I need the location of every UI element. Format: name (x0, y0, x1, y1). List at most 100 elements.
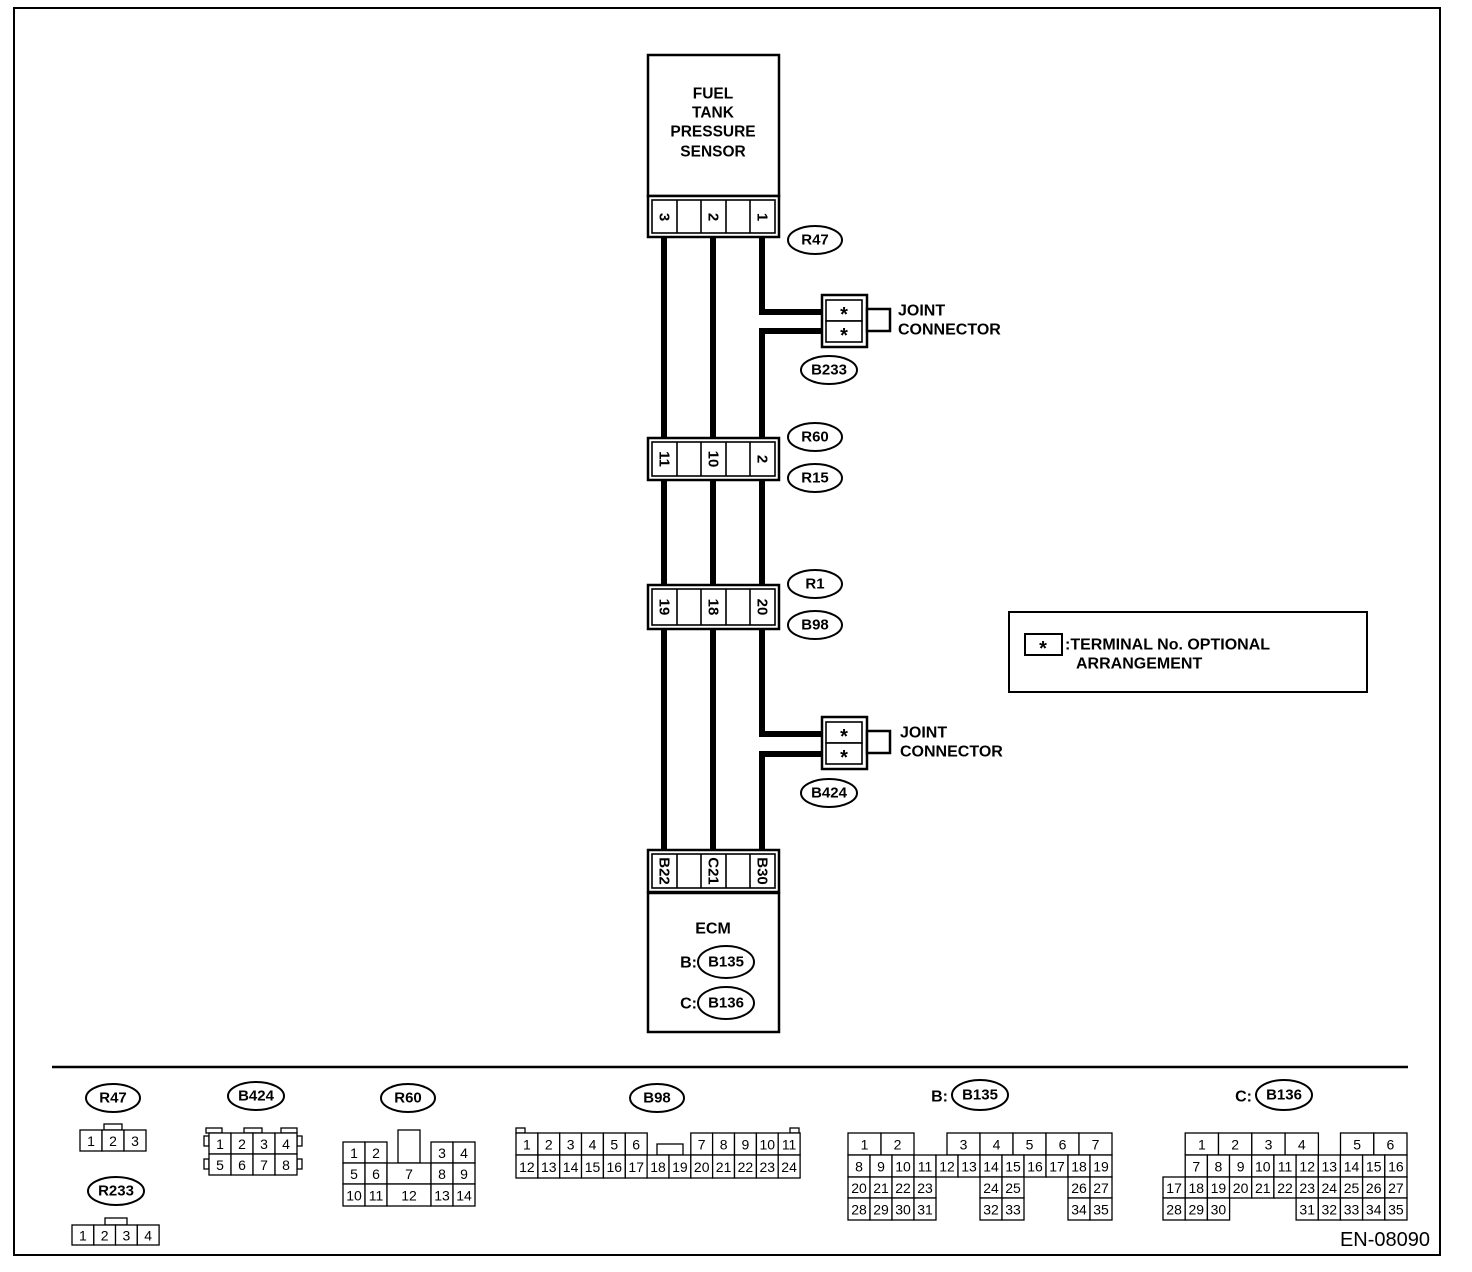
connector-latch (104, 1217, 128, 1226)
pin-number: 14 (563, 1159, 579, 1175)
terminal-label: B22 (656, 857, 673, 885)
pin-number: 33 (1344, 1202, 1360, 1218)
pin-number: 14 (1344, 1159, 1360, 1175)
legend-box: * :TERMINAL No. OPTIONAL ARRANGEMENT (1008, 611, 1368, 693)
connector-prefix: C: (680, 996, 697, 1013)
pin-number: 33 (1005, 1202, 1021, 1218)
terminal-label: 18 (705, 599, 722, 616)
pin-cell (1206, 1197, 1231, 1221)
terminal-label: 19 (656, 599, 673, 616)
pin-number: 23 (760, 1159, 776, 1175)
connector-id-badge: B98 (787, 610, 843, 640)
pin-number: 24 (781, 1159, 797, 1175)
pin-cell (1384, 1197, 1408, 1221)
pin-number: 20 (1233, 1180, 1249, 1196)
sensor-connector-cells (651, 199, 776, 234)
pin-number: 7 (405, 1166, 413, 1182)
connector-cells (651, 853, 776, 889)
wire-right-to-ecm (759, 751, 822, 850)
connector-cells (651, 441, 776, 477)
legend-frame (1008, 611, 1368, 693)
pin-number: 5 (1026, 1137, 1034, 1153)
connector-id-badge: B233 (800, 355, 858, 385)
terminal-label: 11 (656, 451, 673, 467)
pin-number: 29 (873, 1202, 889, 1218)
terminal-label: 1 (754, 213, 771, 221)
wire-right-between-joints (759, 328, 822, 737)
pin-number: 1 (350, 1145, 358, 1161)
pin-number: 11 (369, 1188, 384, 1204)
pin-number: 21 (1255, 1180, 1271, 1196)
pin-number: 1 (87, 1133, 95, 1149)
ecm: B22 C21 B30 ECM B: B135 C: B136 (646, 848, 781, 1034)
badge-outline (1255, 1079, 1313, 1111)
badge-outline (787, 422, 843, 452)
connector-id-badge: R60 (787, 422, 843, 452)
pin-number: 3 (123, 1228, 131, 1244)
pin-number: 16 (607, 1159, 623, 1175)
pin-number: 19 (1211, 1180, 1227, 1196)
pin-number: 24 (983, 1180, 999, 1196)
pin-number: 9 (877, 1159, 885, 1175)
legend-symbol: * (1039, 638, 1047, 660)
pin-number: 12 (939, 1159, 955, 1175)
pin-number: 18 (1071, 1159, 1087, 1175)
connector-id: B136 (708, 995, 744, 1012)
pin-number: 15 (1005, 1159, 1021, 1175)
pin-cell (913, 1197, 937, 1221)
joint-terminal-cell (825, 320, 863, 343)
pin-number: 6 (1059, 1137, 1067, 1153)
pin-number: 3 (960, 1137, 968, 1153)
badge-outline (951, 1079, 1009, 1111)
connector-id: B233 (811, 362, 847, 379)
pin-number: 24 (1322, 1180, 1338, 1196)
pin-number: 7 (698, 1137, 706, 1153)
sensor-label-line: FUEL (693, 86, 733, 103)
pin-number: 11 (1278, 1159, 1293, 1175)
fuel-tank-pressure-sensor: FUEL TANK PRESSURE SENSOR 3 2 1 (646, 53, 781, 239)
connector-id: B135 (962, 1087, 998, 1104)
pin-number: 2 (1231, 1137, 1239, 1153)
pin-number: 18 (650, 1159, 666, 1175)
sensor-label-line: SENSOR (680, 144, 745, 161)
connector-id: R1 (805, 576, 824, 593)
pin-number: 23 (917, 1180, 933, 1196)
pin-number: 17 (628, 1159, 644, 1175)
pin-number: 15 (585, 1159, 601, 1175)
pin-number: 1 (79, 1228, 87, 1244)
pin-number: 5 (350, 1166, 358, 1182)
pin-number: 3 (1265, 1137, 1273, 1153)
pin-number: 12 (519, 1159, 535, 1175)
badge-outline (380, 1083, 436, 1113)
connector-id: B136 (1266, 1087, 1302, 1104)
figure-border (13, 7, 1441, 1256)
pin-cell (1089, 1197, 1113, 1221)
pin-number: 21 (873, 1180, 889, 1196)
pin-number: 25 (1005, 1180, 1021, 1196)
pin-number: 20 (851, 1180, 867, 1196)
optional-terminal-marker: * (840, 304, 848, 326)
pin-number: 26 (1071, 1180, 1087, 1196)
badge-outline (787, 225, 843, 255)
joint-terminal-cell (825, 742, 863, 765)
pin-number: 31 (917, 1202, 933, 1218)
connector-latch (103, 1123, 123, 1131)
pin-number: 19 (672, 1159, 688, 1175)
joint-connector-top: * * (820, 293, 892, 349)
joint-connector-tab (865, 307, 892, 333)
pin-number: 6 (632, 1137, 640, 1153)
pin-number: 34 (1071, 1202, 1087, 1218)
legend-text: :TERMINAL No. OPTIONAL (1065, 637, 1270, 654)
terminal-label: 3 (656, 213, 673, 221)
connector-id: R60 (801, 429, 829, 446)
pin-number: 5 (216, 1157, 224, 1173)
pin-number: 1 (861, 1137, 869, 1153)
pin-number: 34 (1366, 1202, 1382, 1218)
joint-connector-bottom: * * (820, 715, 892, 771)
pin-cell (136, 1224, 160, 1246)
cell-dividers (676, 854, 751, 888)
pin-number: 2 (101, 1228, 109, 1244)
connector-prefix: C: (1235, 1089, 1252, 1106)
